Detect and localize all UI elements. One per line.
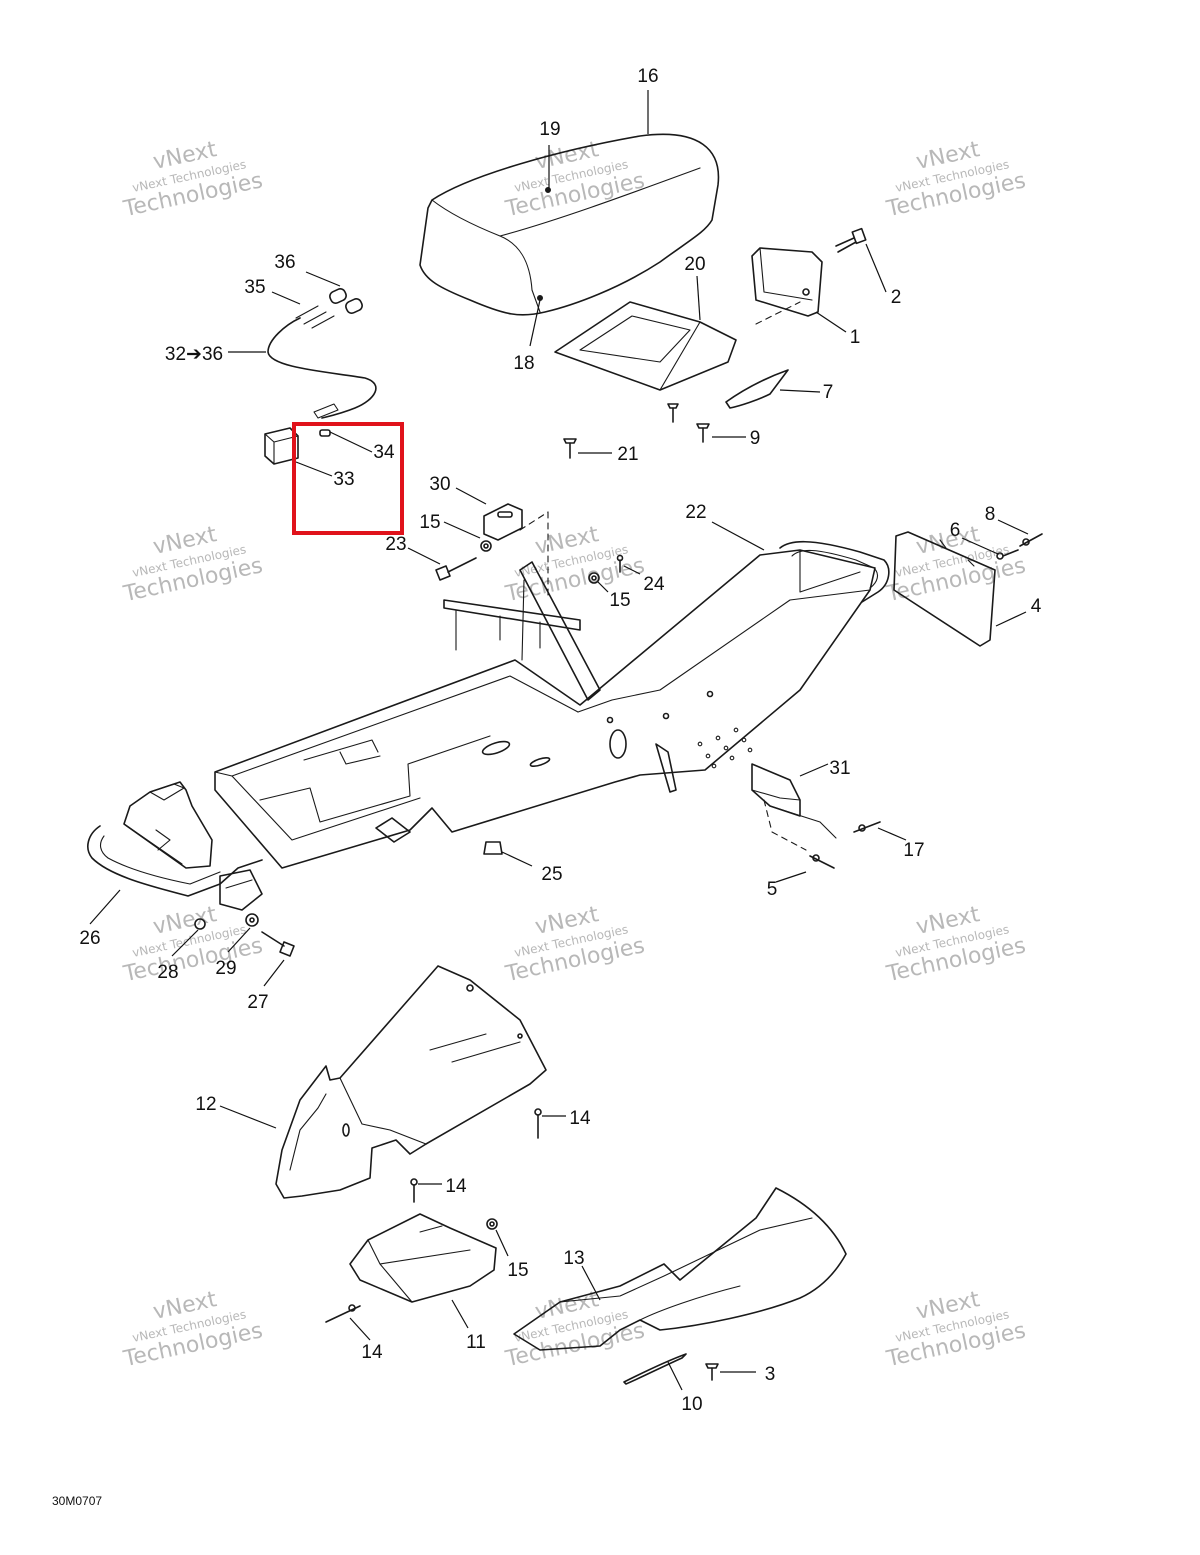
guard-part[interactable] [513,1187,847,1351]
callout-31[interactable]: 31 [829,758,850,779]
callout-21[interactable]: 21 [617,444,638,465]
terminal-part[interactable] [319,429,331,437]
callout-20[interactable]: 20 [684,254,705,275]
connector-housing-part[interactable] [264,427,299,465]
seat-base-part[interactable] [554,301,737,391]
callout-1[interactable]: 1 [850,327,861,348]
callout-9[interactable]: 9 [750,428,761,449]
washer-15-part[interactable] [480,540,600,584]
callout-23[interactable]: 23 [385,534,406,555]
callout-7[interactable]: 7 [823,382,834,403]
wire-harness-part[interactable] [267,287,377,419]
callout-6[interactable]: 6 [950,520,961,541]
screw-3-part[interactable] [705,1363,719,1381]
callout-34[interactable]: 34 [373,442,395,463]
callout-28[interactable]: 28 [157,962,178,983]
callout-32-36[interactable]: 32➔36 [165,344,223,365]
tail-light-part[interactable] [751,247,823,325]
screw-21-part[interactable] [563,438,577,459]
callout-15a[interactable]: 15 [419,512,440,533]
rivet-6-part[interactable] [996,549,1019,560]
reflector-10-part[interactable] [623,1353,687,1385]
callout-29[interactable]: 29 [215,958,236,979]
rivet-24-part[interactable] [616,554,624,573]
callout-24[interactable]: 24 [643,574,665,595]
bolt-23-part[interactable] [435,557,477,581]
washer-15c-part[interactable] [486,1218,498,1230]
rivet-5-part[interactable] [809,854,835,869]
callout-18[interactable]: 18 [513,353,534,374]
nut-28-part[interactable] [194,918,206,930]
callout-26[interactable]: 26 [79,928,100,949]
highlight-box [292,422,404,535]
callout-13[interactable]: 13 [563,1248,584,1269]
belly-pan-part[interactable] [349,1213,497,1303]
rivet-14-part[interactable] [325,1108,542,1323]
seat-part[interactable] [419,133,720,316]
callout-8[interactable]: 8 [985,504,996,525]
callout-14a[interactable]: 14 [569,1108,591,1129]
screw-9-part[interactable] [667,403,710,443]
callout-27[interactable]: 27 [247,992,268,1013]
bracket-30-part[interactable] [483,503,549,601]
washer-29-part[interactable] [245,913,259,927]
callout-14c[interactable]: 14 [361,1342,383,1363]
side-panel-part[interactable] [275,965,547,1199]
callout-35[interactable]: 35 [244,277,265,298]
callout-36[interactable]: 36 [274,252,295,273]
callout-15b[interactable]: 15 [609,590,630,611]
callout-33[interactable]: 33 [333,469,354,490]
bolt-27-part[interactable] [261,931,295,957]
callout-30[interactable]: 30 [429,474,450,495]
callout-15c[interactable]: 15 [507,1260,528,1281]
callout-4[interactable]: 4 [1031,596,1042,617]
callout-17[interactable]: 17 [903,840,924,861]
callout-5[interactable]: 5 [767,879,778,900]
callout-22[interactable]: 22 [685,502,706,523]
callout-3[interactable]: 3 [765,1364,776,1385]
snowflap-part[interactable] [893,531,996,647]
callout-10[interactable]: 10 [681,1394,702,1415]
callout-25[interactable]: 25 [541,864,562,885]
callout-19[interactable]: 19 [539,119,560,140]
callout-2[interactable]: 2 [891,287,902,308]
callout-14b[interactable]: 14 [445,1176,467,1197]
screw-2-part[interactable] [835,227,867,253]
rear-bumper-part[interactable] [87,781,263,911]
reflector-part[interactable] [725,369,789,409]
rivet-8-part[interactable] [1019,533,1043,547]
callout-11[interactable]: 11 [466,1332,486,1353]
callout-16[interactable]: 16 [637,66,658,87]
hitch-bracket-part[interactable] [751,763,837,851]
diagram-code: 30M0707 [52,1494,103,1508]
callout-12[interactable]: 12 [195,1094,216,1115]
rivet-17-part[interactable] [853,821,881,833]
rear-frame-part[interactable] [214,540,890,869]
